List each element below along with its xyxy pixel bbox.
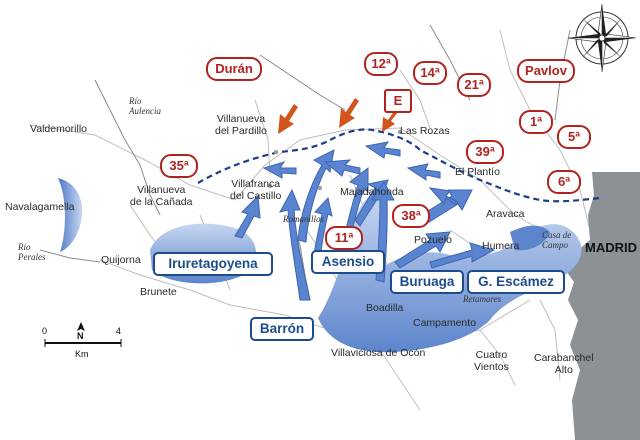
- city-madrid-label: MADRID: [585, 240, 637, 255]
- place-navalagamella: Navalagamella: [5, 201, 75, 213]
- place-pozuelo: Pozuelo: [414, 234, 452, 246]
- place-campamento: Campamento: [413, 317, 477, 329]
- place-boadilla: Boadilla: [366, 302, 404, 314]
- unit-39: 39ª: [466, 140, 504, 164]
- unit-14: 14ª: [413, 61, 447, 85]
- romanillos-label: Romanillos: [283, 214, 325, 224]
- place-valdemorillo: Valdemorillo: [30, 123, 87, 135]
- place-villanueva-canada: Villanueva de la Cañada: [130, 184, 193, 208]
- scale-start-label: 0: [42, 326, 48, 336]
- place-majadahonda: Majadahonda: [340, 186, 404, 198]
- unit-buruaga: Buruaga: [390, 270, 464, 294]
- scale-unit-label: Km: [75, 349, 89, 359]
- place-aravaca: Aravaca: [486, 208, 525, 220]
- place-villafranca: Villafranca del Castillo: [230, 178, 282, 202]
- unit-11: 11ª: [325, 226, 363, 250]
- place-villaviciosa: Villaviciosa de Ocón: [331, 347, 426, 359]
- place-humera: Humera: [482, 240, 520, 252]
- unit-6: 6ª: [547, 170, 581, 194]
- casa-de-campo-label: Casa de Campo: [542, 230, 572, 250]
- compass-rose: [567, 3, 637, 73]
- unit-38: 38ª: [392, 204, 430, 228]
- place-villanueva-pardillo: Villanueva del Pardillo: [215, 113, 267, 137]
- scale-end-label: 4: [116, 326, 122, 336]
- unit-iruretagoyena: Iruretagoyena: [153, 252, 273, 276]
- unit-e: E: [384, 89, 412, 113]
- republican-counterattack-arrows: [278, 98, 398, 134]
- north-arrow-icon: [77, 322, 85, 331]
- place-cuatro-vientos: Cuatro Vientos: [474, 349, 509, 373]
- river-perales-label: Río Perales: [18, 242, 46, 262]
- retamares-label: Retamares: [463, 294, 502, 304]
- unit-pavlov: Pavlov: [517, 59, 575, 83]
- place-quijorna: Quijorna: [101, 254, 141, 266]
- unit-21: 21ª: [457, 73, 491, 97]
- village-markers: [268, 130, 402, 190]
- place-el-plantio: El Plantío: [455, 166, 500, 178]
- unit-1: 1ª: [519, 110, 553, 134]
- river-aulencia-label: Río Aulencia: [129, 96, 161, 116]
- place-las-rozas: Las Rozas: [400, 125, 450, 137]
- place-brunete: Brunete: [140, 286, 177, 298]
- place-carabanchel: Carabanchel Alto: [534, 352, 594, 376]
- unit-5: 5ª: [557, 125, 591, 149]
- unit-barron: Barrón: [250, 317, 314, 341]
- unit-35: 35ª: [160, 154, 198, 178]
- north-label: N: [77, 331, 84, 341]
- madrid-urban-area: [564, 172, 640, 440]
- unit-asensio: Asensio: [311, 250, 385, 274]
- unit-duran: Durán: [206, 57, 262, 81]
- unit-escamez: G. Escámez: [467, 270, 565, 294]
- scale-bar: [44, 322, 122, 347]
- unit-12: 12ª: [364, 52, 398, 76]
